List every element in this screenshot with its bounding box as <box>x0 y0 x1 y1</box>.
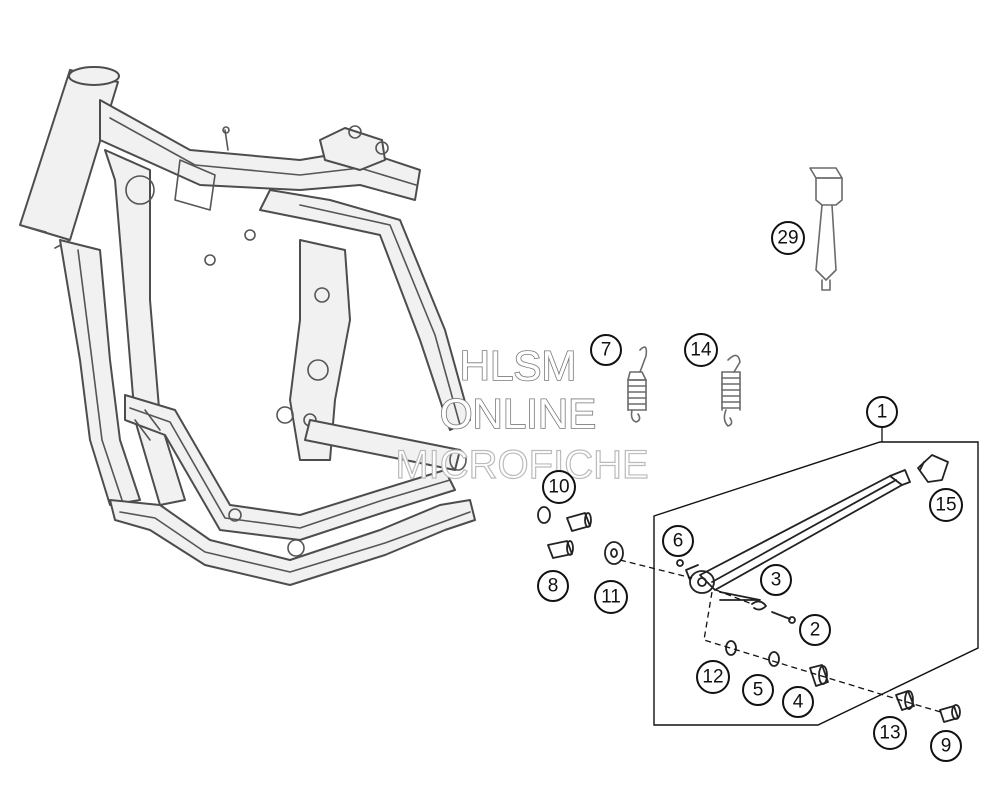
callout-15-label: 15 <box>935 495 956 516</box>
callout-1[interactable]: 1 <box>866 396 898 428</box>
callout-5-label: 5 <box>753 680 764 701</box>
callout-10[interactable]: 10 <box>542 470 576 504</box>
callout-5[interactable]: 5 <box>742 674 774 706</box>
watermark: HLSM ONLINE MICROFICHE <box>395 341 650 487</box>
callout-7-label: 7 <box>601 340 612 361</box>
callout-6[interactable]: 6 <box>662 525 694 557</box>
callout-11[interactable]: 11 <box>594 580 628 614</box>
callout-9-label: 9 <box>941 736 952 757</box>
callout-6-label: 6 <box>673 531 684 552</box>
watermark-line-1: HLSM <box>460 342 577 389</box>
frame-drawing <box>19 66 476 586</box>
part-10-drawing <box>537 506 592 532</box>
callout-29-label: 29 <box>777 228 798 249</box>
callout-4[interactable]: 4 <box>782 686 814 718</box>
part-8-drawing <box>547 540 574 559</box>
callout-12-label: 12 <box>702 667 723 688</box>
callout-7[interactable]: 7 <box>590 334 622 366</box>
side-stand-assembly <box>653 441 979 726</box>
watermark-line-2: ONLINE <box>440 390 596 437</box>
callout-1-label: 1 <box>877 402 888 423</box>
callout-3[interactable]: 3 <box>760 564 792 596</box>
callout-13-label: 13 <box>879 723 900 744</box>
callout-2[interactable]: 2 <box>799 614 831 646</box>
callout-10-label: 10 <box>548 477 569 498</box>
callout-3-label: 3 <box>771 570 782 591</box>
callout-2-label: 2 <box>810 620 821 641</box>
callout-12[interactable]: 12 <box>696 660 730 694</box>
callout-14[interactable]: 14 <box>684 333 718 367</box>
part-29-drawing <box>809 167 843 291</box>
callout-8[interactable]: 8 <box>537 570 569 602</box>
callout-8-label: 8 <box>548 576 559 597</box>
watermark-line-3: MICROFICHE <box>395 443 648 487</box>
callout-14-label: 14 <box>690 340 712 361</box>
callout-4-label: 4 <box>793 692 804 713</box>
spring-7-drawing <box>627 346 648 423</box>
callout-9[interactable]: 9 <box>930 730 962 762</box>
callout-15[interactable]: 15 <box>929 488 963 522</box>
spring-14-drawing <box>721 354 741 427</box>
part-11-drawing <box>604 541 624 565</box>
callout-29[interactable]: 29 <box>771 221 805 255</box>
callout-11-label: 11 <box>601 587 621 608</box>
callout-13[interactable]: 13 <box>873 716 907 750</box>
leader-lines <box>619 427 945 714</box>
